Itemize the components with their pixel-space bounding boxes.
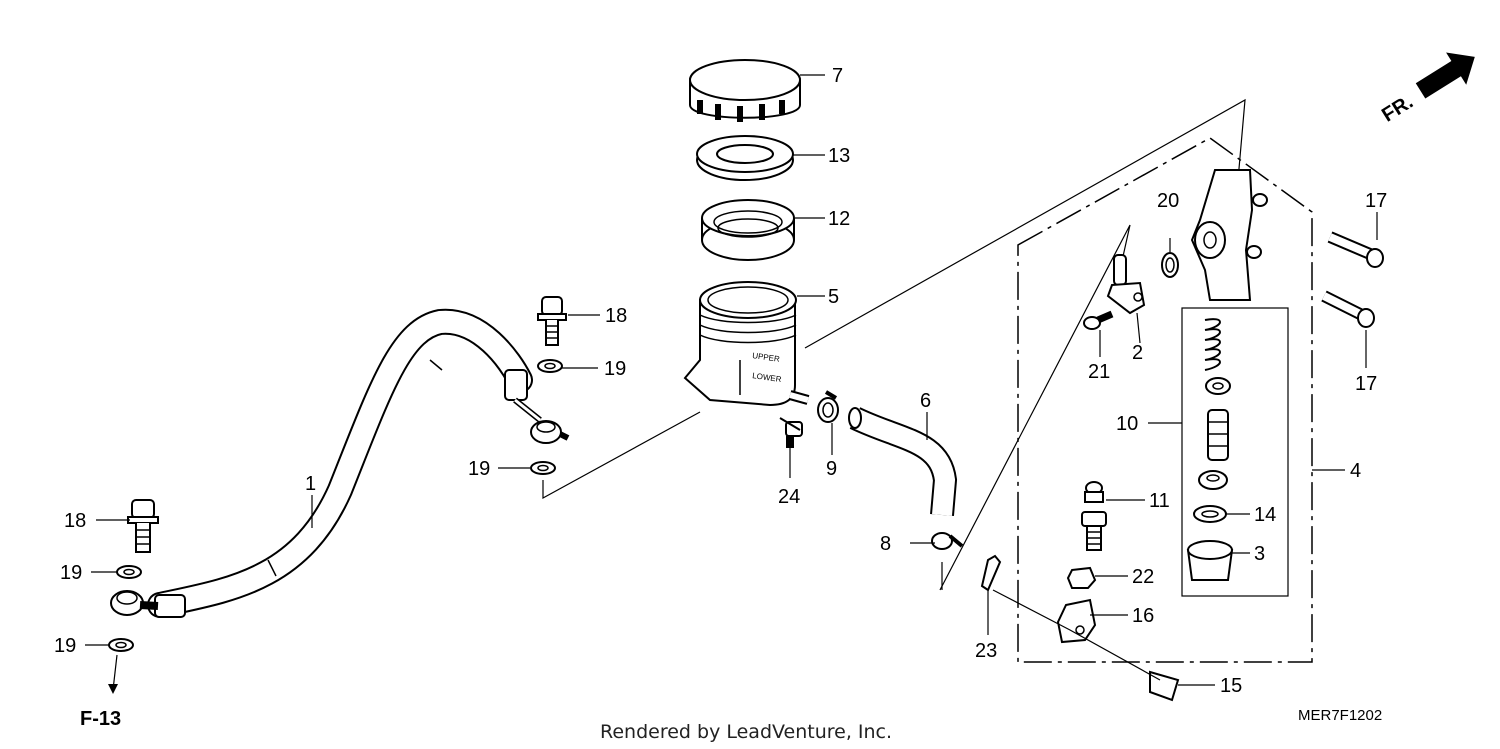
callout-4: 4	[1350, 460, 1361, 482]
callout-21: 21	[1088, 361, 1110, 383]
callout-17-upper: 17	[1365, 190, 1387, 212]
banjo-bolt-upper[interactable]	[537, 296, 567, 346]
upper-banjo-fitting	[530, 420, 570, 444]
callout-1: 1	[305, 473, 316, 495]
sealing-washer[interactable]	[116, 565, 142, 579]
reservoir-mounting-bolt[interactable]	[779, 417, 803, 448]
callout-16: 16	[1132, 605, 1154, 627]
guide-line	[992, 589, 1161, 681]
master-cylinder-bolt[interactable]	[1321, 290, 1375, 328]
credit-text: Rendered by LeadVenture, Inc.	[600, 721, 892, 743]
cotter-pin[interactable]	[980, 554, 1002, 592]
leader-lines	[85, 74, 1378, 686]
callout-20: 20	[1157, 190, 1179, 212]
callout-19-upper: 19	[604, 358, 626, 380]
reservoir[interactable]: UPPER LOWER	[683, 281, 810, 407]
callout-2: 2	[1132, 342, 1143, 364]
callout-7: 7	[832, 65, 843, 87]
callout-24: 24	[778, 486, 800, 508]
callout-23: 23	[975, 640, 997, 662]
callout-3: 3	[1254, 543, 1265, 565]
callout-22: 22	[1132, 566, 1154, 588]
o-ring[interactable]	[1161, 252, 1179, 278]
secondary-cup[interactable]	[1198, 470, 1228, 490]
reservoir-cap[interactable]	[689, 59, 801, 122]
hose-clip-lower[interactable]	[931, 532, 964, 550]
lock-nut[interactable]	[1066, 566, 1097, 589]
direction-label: FR.	[1378, 91, 1417, 127]
reservoir-hose[interactable]	[848, 407, 958, 517]
callout-18-upper: 18	[605, 305, 627, 327]
diaphragm-plate[interactable]	[696, 135, 794, 181]
callout-18-lower: 18	[64, 510, 86, 532]
circlip[interactable]	[1193, 505, 1227, 523]
push-rod-joint[interactable]	[1056, 598, 1097, 644]
guide-line	[542, 411, 701, 500]
callout-15: 15	[1220, 675, 1242, 697]
piston[interactable]	[1207, 409, 1229, 461]
hose-clip-upper[interactable]	[817, 390, 839, 423]
callout-17-lower: 17	[1355, 373, 1377, 395]
primary-cup[interactable]	[1205, 377, 1231, 395]
callout-12: 12	[828, 208, 850, 230]
callout-6: 6	[920, 390, 931, 412]
sealing-washer[interactable]	[530, 461, 556, 475]
lower-banjo-fitting	[110, 590, 159, 616]
callout-5: 5	[828, 286, 839, 308]
master-cylinder-body[interactable]	[1190, 169, 1268, 301]
master-cylinder-bolt[interactable]	[1327, 231, 1384, 268]
banjo-bolt-lower[interactable]	[127, 499, 159, 553]
lower-mark: LOWER	[752, 371, 783, 384]
callout-19-middle: 19	[468, 458, 490, 480]
sealing-washer[interactable]	[537, 359, 563, 373]
reference-label[interactable]: F-13	[80, 708, 121, 730]
brake-hose[interactable]	[147, 308, 542, 618]
sealing-washer[interactable]	[108, 638, 134, 652]
master-cylinder-group	[1017, 137, 1313, 663]
callout-9: 9	[826, 458, 837, 480]
callout-19-lower: 19	[60, 562, 82, 584]
callout-13: 13	[828, 145, 850, 167]
inlet-joint[interactable]	[1106, 254, 1146, 315]
joint-screw[interactable]	[1083, 310, 1114, 330]
front-direction-arrow-icon: FR.	[1378, 52, 1475, 127]
callout-19-bottom: 19	[54, 635, 76, 657]
boot[interactable]	[1186, 540, 1234, 581]
callout-11: 11	[1149, 490, 1170, 512]
diagram-code: MER7F1202	[1298, 707, 1382, 724]
callout-14: 14	[1254, 504, 1276, 526]
upper-mark: UPPER	[752, 351, 781, 364]
spring[interactable]	[1204, 318, 1221, 371]
callout-8: 8	[880, 533, 891, 555]
push-rod[interactable]	[1081, 481, 1107, 551]
callout-10: 10	[1116, 413, 1138, 435]
piston-set-box	[1181, 307, 1289, 597]
diaphragm[interactable]	[701, 199, 795, 261]
guide-line	[804, 98, 1246, 349]
reference-arrow	[108, 654, 118, 694]
